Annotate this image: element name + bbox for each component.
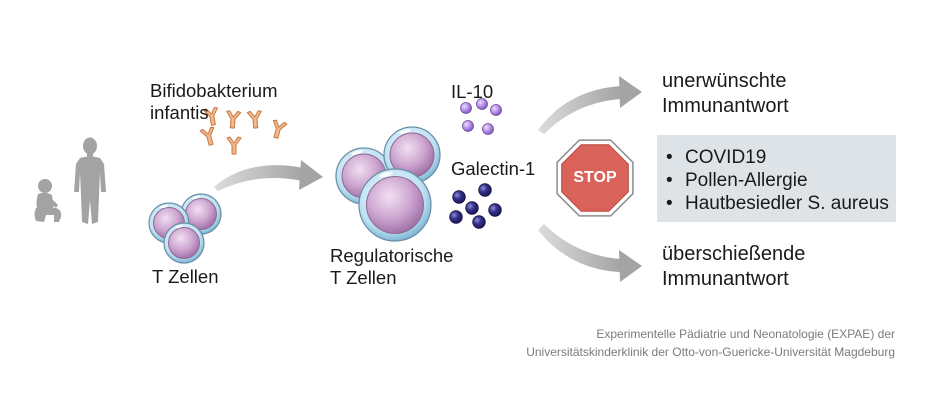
adult-silhouette-icon <box>74 137 106 224</box>
bacterium-icon <box>226 136 242 155</box>
bacteria-group <box>199 106 288 155</box>
molecule-icon <box>452 190 466 204</box>
excessive-response-line1: überschießende <box>662 243 806 265</box>
molecule-icon <box>488 203 502 217</box>
molecule-icon <box>460 102 472 114</box>
t-cell-icon <box>163 222 205 264</box>
galectin-label: Galectin-1 <box>451 158 536 179</box>
footer-credit: Experimentelle Pädiatrie und Neonatologi… <box>526 325 895 361</box>
galectin-molecules <box>449 183 502 229</box>
molecule-icon <box>472 215 486 229</box>
molecule-icon <box>482 123 494 135</box>
molecule-icon <box>490 104 502 116</box>
molecule-icon <box>465 201 479 215</box>
list-item: Hautbesiedler S. aureus <box>657 192 896 215</box>
stop-sign-label: STOP <box>573 169 617 186</box>
excessive-response-line2: Immunantwort <box>662 268 789 290</box>
conditions-box: COVID19 Pollen-Allergie Hautbesiedler S.… <box>657 135 896 222</box>
stop-sign-icon <box>556 139 634 217</box>
bacterium-icon <box>246 109 264 130</box>
conditions-list: COVID19 Pollen-Allergie Hautbesiedler S.… <box>657 135 896 215</box>
regulatory-t-cells-label-line2: T Zellen <box>330 267 397 288</box>
molecule-icon <box>449 210 463 224</box>
molecule-icon <box>476 98 488 110</box>
child-silhouette-icon <box>34 179 62 222</box>
bacterium-name-line1: Bifidobakterium <box>150 80 278 101</box>
molecule-icon <box>478 183 492 197</box>
molecule-icon <box>462 120 474 132</box>
unwanted-response-line2: Immunantwort <box>662 95 789 117</box>
regulatory-t-cells-label-line1: Regulatorische <box>330 245 454 266</box>
arrow-icon <box>538 76 642 134</box>
regulatory-t-cell-icon <box>358 168 432 242</box>
unwanted-response-line1: unerwünschte <box>662 70 787 92</box>
list-item: COVID19 <box>657 146 896 169</box>
t-cells-label: T Zellen <box>152 266 219 287</box>
t-cells-cluster <box>148 193 222 264</box>
il10-label: IL-10 <box>451 81 494 102</box>
footer-line1: Experimentelle Pädiatrie und Neonatologi… <box>596 327 895 341</box>
bacterium-icon <box>268 118 288 141</box>
list-item: Pollen-Allergie <box>657 169 896 192</box>
bacterium-icon <box>199 125 219 148</box>
arrow-icon <box>538 224 642 282</box>
bacterium-icon <box>224 109 242 130</box>
footer-line2: Universitätskinderklinik der Otto-von-Gu… <box>526 345 895 359</box>
bacterium-name-line2: infantis <box>150 102 209 123</box>
arrow-icon <box>214 160 323 191</box>
il10-molecules <box>460 98 502 135</box>
regulatory-t-cells-cluster <box>335 126 441 242</box>
